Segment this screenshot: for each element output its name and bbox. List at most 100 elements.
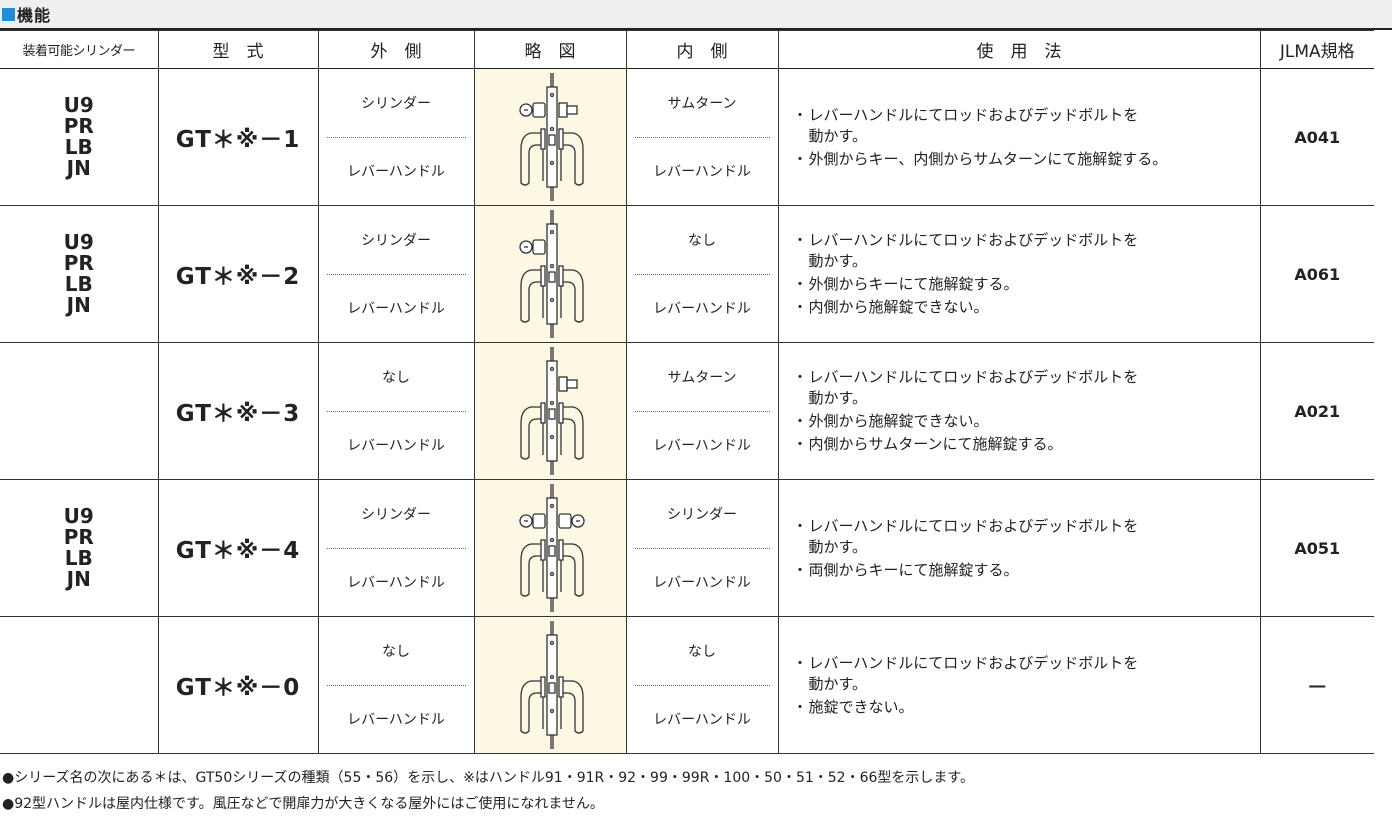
diagram-cell bbox=[473, 342, 627, 480]
usage-text: レバーハンドルにてロッドおよびデッドボルトを 動かす。 bbox=[808, 653, 1139, 693]
table-row: GT＊※－0 なし レバーハンドル なし レバーハンドル ・ レバーハンドルにて… bbox=[0, 616, 1374, 754]
usage-cell: ・ レバーハンドルにてロッドおよびデッドボルトを 動かす。 ・ 外側から施解錠で… bbox=[777, 342, 1261, 480]
usage-item: ・ レバーハンドルにてロッドおよびデッドボルトを 動かす。 bbox=[793, 367, 1260, 409]
lock-diagram-icon bbox=[519, 73, 584, 201]
inside-top: シリンダー bbox=[634, 481, 770, 549]
inside-bottom: レバーハンドル bbox=[653, 301, 751, 317]
footnote-2: ●92型ハンドルは屋内仕様です。風圧などで開扉力が大きくなる屋外にはご使用になれ… bbox=[2, 796, 604, 812]
jlma-cell: A051 bbox=[1259, 479, 1374, 617]
inside-bottom: レバーハンドル bbox=[653, 438, 751, 454]
outside-top: なし bbox=[326, 344, 466, 412]
usage-bullet: ・ bbox=[792, 697, 808, 716]
usage-bullet: ・ bbox=[792, 298, 808, 316]
jlma-cell: ― bbox=[1259, 616, 1374, 754]
usage-item: ・ 外側から施解錠できない。 bbox=[793, 411, 1260, 432]
usage-bullet: ・ bbox=[792, 560, 808, 579]
usage-item: ・ 両側からキーにて施解錠する。 bbox=[793, 560, 1260, 581]
usage-item: ・ レバーハンドルにてロッドおよびデッドボルトを 動かす。 bbox=[793, 105, 1260, 147]
outside-top: なし bbox=[326, 618, 466, 686]
usage-bullet: ・ bbox=[792, 435, 808, 453]
series-code: U9 bbox=[63, 230, 94, 254]
lock-diagram-icon bbox=[520, 347, 584, 475]
usage-text: 内側からサムターンにて施解錠する。 bbox=[808, 435, 1063, 453]
outside-cell: シリンダー レバーハンドル bbox=[317, 205, 475, 343]
model-cell: GT＊※－3 bbox=[157, 342, 319, 480]
jlma-cell: A021 bbox=[1259, 342, 1374, 480]
model-cell: GT＊※－1 bbox=[157, 68, 319, 206]
outside-bottom: レバーハンドル bbox=[347, 438, 445, 454]
usage-bullet: ・ bbox=[792, 149, 808, 168]
series-code: LB bbox=[64, 272, 93, 296]
usage-text: レバーハンドルにてロッドおよびデッドボルトを 動かす。 bbox=[808, 516, 1139, 556]
usage-item: ・ レバーハンドルにてロッドおよびデッドボルトを 動かす。 bbox=[793, 516, 1260, 558]
usage-cell: ・ レバーハンドルにてロッドおよびデッドボルトを 動かす。 ・ 外側からキーにて… bbox=[777, 205, 1261, 343]
usage-item: ・ 施錠できない。 bbox=[793, 697, 1260, 718]
series-cell bbox=[0, 616, 159, 754]
table-row: GT＊※－3 なし レバーハンドル サムターン レバーハンドル ・ レバーハンド… bbox=[0, 342, 1374, 480]
inside-cell: なし レバーハンドル bbox=[625, 205, 779, 343]
usage-text: 内側から施解錠できない。 bbox=[808, 298, 989, 316]
footnote-1: ●シリーズ名の次にある＊は、GT50シリーズの種類（55・56）を示し、※はハン… bbox=[2, 770, 974, 786]
series-cell bbox=[0, 342, 159, 480]
inside-bottom: レバーハンドル bbox=[653, 575, 751, 591]
outside-bottom: レバーハンドル bbox=[347, 575, 445, 591]
usage-text: レバーハンドルにてロッドおよびデッドボルトを 動かす。 bbox=[808, 368, 1139, 407]
inside-top: サムターン bbox=[634, 344, 770, 412]
outside-top: シリンダー bbox=[326, 70, 466, 138]
usage-text: 両側からキーにて施解錠する。 bbox=[808, 560, 1019, 579]
header-jlma: JLMA規格 bbox=[1259, 30, 1374, 69]
outside-top: シリンダー bbox=[326, 207, 466, 275]
footnotes: ●シリーズ名の次にある＊は、GT50シリーズの種類（55・56）を示し、※はハン… bbox=[2, 765, 974, 817]
series-code: LB bbox=[64, 546, 93, 570]
table-header-row: 装着可能シリンダー 型 式 外 側 略 図 内 側 使 用 法 JLMA規格 bbox=[0, 30, 1374, 69]
inside-top: サムターン bbox=[634, 70, 770, 138]
section-title: 機能 bbox=[17, 6, 52, 25]
header-outside: 外 側 bbox=[317, 30, 475, 69]
diagram-cell bbox=[473, 68, 627, 206]
series-code: JN bbox=[66, 156, 91, 180]
usage-bullet: ・ bbox=[792, 368, 808, 386]
usage-text: レバーハンドルにてロッドおよびデッドボルトを 動かす。 bbox=[808, 231, 1139, 270]
outside-top: シリンダー bbox=[326, 481, 466, 549]
outside-cell: なし レバーハンドル bbox=[317, 342, 475, 480]
header-diagram: 略 図 bbox=[473, 30, 627, 69]
lock-diagram-icon bbox=[520, 621, 584, 749]
outside-cell: シリンダー レバーハンドル bbox=[317, 479, 475, 617]
series-code: U9 bbox=[63, 504, 94, 528]
series-code: JN bbox=[66, 567, 91, 591]
model-cell: GT＊※－2 bbox=[157, 205, 319, 343]
usage-item: ・ レバーハンドルにてロッドおよびデッドボルトを 動かす。 bbox=[793, 230, 1260, 272]
usage-text: 施錠できない。 bbox=[808, 697, 914, 716]
outside-bottom: レバーハンドル bbox=[347, 712, 445, 728]
usage-bullet: ・ bbox=[792, 516, 808, 535]
usage-item: ・ レバーハンドルにてロッドおよびデッドボルトを 動かす。 bbox=[793, 653, 1260, 695]
series-code: PR bbox=[63, 251, 94, 275]
lock-diagram-icon bbox=[519, 210, 584, 338]
usage-item: ・ 外側からキーにて施解錠する。 bbox=[793, 274, 1260, 295]
model-cell: GT＊※－4 bbox=[157, 479, 319, 617]
inside-cell: サムターン レバーハンドル bbox=[625, 342, 779, 480]
inside-top: なし bbox=[634, 618, 770, 686]
inside-bottom: レバーハンドル bbox=[653, 164, 751, 180]
usage-bullet: ・ bbox=[792, 653, 808, 672]
outside-cell: シリンダー レバーハンドル bbox=[317, 68, 475, 206]
usage-text: 外側からキーにて施解錠する。 bbox=[808, 275, 1019, 293]
header-series: 装着可能シリンダー bbox=[0, 30, 159, 69]
usage-text: レバーハンドルにてロッドおよびデッドボルトを 動かす。 bbox=[808, 105, 1139, 145]
model-cell: GT＊※－0 bbox=[157, 616, 319, 754]
usage-bullet: ・ bbox=[792, 105, 808, 124]
usage-item: ・ 内側からサムターンにて施解錠する。 bbox=[793, 434, 1260, 455]
inside-cell: シリンダー レバーハンドル bbox=[625, 479, 779, 617]
series-code: U9 bbox=[63, 93, 94, 117]
section-title-bar: 機能 bbox=[0, 0, 1392, 30]
jlma-cell: A041 bbox=[1259, 68, 1374, 206]
header-model: 型 式 bbox=[157, 30, 319, 69]
jlma-cell: A061 bbox=[1259, 205, 1374, 343]
outside-cell: なし レバーハンドル bbox=[317, 616, 475, 754]
